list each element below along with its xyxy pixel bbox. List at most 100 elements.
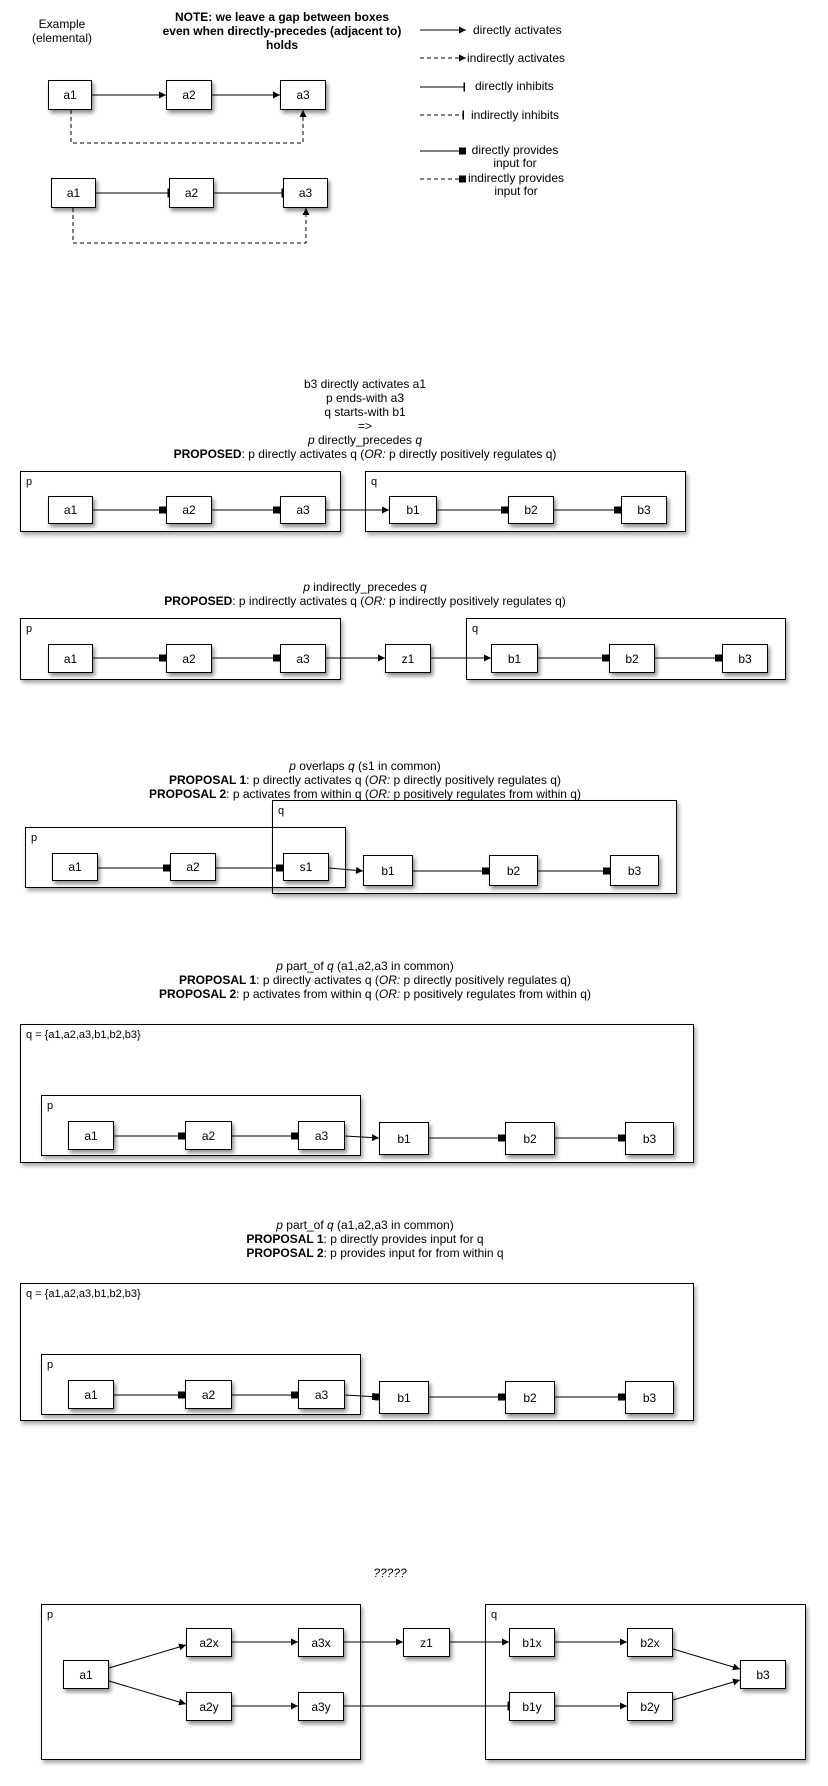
caption-q: q: [348, 759, 355, 773]
caption-q: q: [326, 959, 334, 973]
proposal-text: : p directly activates q (: [256, 973, 379, 987]
container-label: p: [31, 832, 38, 844]
node-a2: a2: [169, 178, 214, 208]
caption-line: p ends-with a3: [325, 391, 405, 405]
node-a2: a2: [166, 644, 212, 673]
container-label: q: [472, 623, 479, 635]
proposal-label: PROPOSAL 1: [169, 773, 247, 787]
container-label: q: [278, 805, 285, 817]
edge-b2x-b3: [672, 1648, 741, 1671]
container-label: q: [491, 1609, 498, 1621]
caption-relation: part_of: [282, 1218, 327, 1232]
container-p: p: [41, 1604, 361, 1760]
node-b3: b3: [621, 496, 667, 524]
section1-proposed: PROPOSED: p directly activates q (OR: p …: [120, 447, 610, 461]
section4-proposal1: PROPOSAL 1: p directly activates q (OR: …: [130, 973, 620, 987]
node-b2y: b2y: [627, 1692, 673, 1721]
caption-p: p: [303, 580, 310, 594]
proposal-text: p positively regulates from within q): [400, 987, 591, 1001]
edge-a3-b1: [344, 1393, 380, 1401]
example-title-line: Example: [38, 17, 86, 31]
container-q: q = {a1,a2,a3,b1,b2,b3}: [20, 1024, 694, 1163]
node-b1: b1: [379, 1381, 429, 1414]
container-p: p: [20, 618, 341, 680]
legend-label-indirectly-inhibits: indirectly inhibits: [471, 108, 560, 122]
section2-proposed: PROPOSED: p indirectly activates q (OR: …: [110, 594, 620, 608]
example-title-line: (elemental): [31, 31, 93, 45]
proposed-text: p indirectly positively regulates q): [385, 594, 566, 608]
proposed-text: : p indirectly activates q (: [232, 594, 365, 608]
proposal-label: PROPOSAL 2: [149, 787, 227, 801]
caption-relation: overlaps: [295, 759, 348, 773]
section5-proposal2: PROPOSAL 2: p provides input for from wi…: [225, 1246, 525, 1260]
caption-rest: (s1 in common): [354, 759, 441, 773]
gap-note-line: NOTE: we leave a gap between boxes: [174, 10, 390, 24]
node-s1: s1: [283, 853, 329, 881]
node-a2y: a2y: [186, 1692, 232, 1721]
caption-line: =>: [357, 419, 372, 433]
section3-proposal2: PROPOSAL 2: p activates from within q (O…: [110, 787, 620, 801]
edge-s1-b1: [328, 866, 364, 874]
node-b1x: b1x: [509, 1628, 555, 1657]
container-p: p: [25, 827, 346, 888]
proposal-or: OR:: [368, 787, 391, 801]
node-a2: a2: [170, 853, 216, 881]
proposal-text: : p directly provides input for q: [323, 1232, 484, 1246]
caption-line: q starts-with b1: [324, 405, 406, 419]
node-a3: a3: [283, 178, 328, 208]
section4-caption: p part_of q (a1,a2,a3 in common): [150, 959, 580, 973]
node-b1: b1: [491, 644, 538, 673]
node-a1: a1: [63, 1660, 109, 1689]
proposal-text: : p activates from within q (: [226, 787, 369, 801]
caption-q: q: [415, 433, 423, 447]
proposal-text: p positively regulates from within q): [390, 787, 581, 801]
proposed-text: : p directly activates q (: [241, 447, 365, 461]
proposal-text: p directly positively regulates q): [400, 973, 571, 987]
node-a1: a1: [51, 178, 96, 208]
proposal-label: PROPOSAL 2: [246, 1246, 324, 1260]
proposed-label: PROPOSED: [164, 594, 233, 608]
node-a3x: a3x: [298, 1628, 344, 1657]
proposed-label: PROPOSED: [173, 447, 242, 461]
section3-proposal1: PROPOSAL 1: p directly activates q (OR: …: [120, 773, 610, 787]
proposal-text: : p provides input for from within q: [323, 1246, 504, 1260]
node-b2x: b2x: [627, 1628, 673, 1657]
section3-caption: p overlaps q (s1 in common): [150, 759, 580, 773]
proposal-or: OR:: [368, 773, 391, 787]
caption-rest: (a1,a2,a3 in common): [333, 959, 454, 973]
section4-proposal2: PROPOSAL 2: p activates from within q (O…: [120, 987, 630, 1001]
proposed-or: OR:: [364, 594, 386, 608]
caption-q: q: [326, 1218, 334, 1232]
container-p: p: [41, 1354, 361, 1415]
node-a3: a3: [280, 644, 326, 673]
container-q: q: [466, 618, 786, 680]
container-label: p: [26, 476, 33, 488]
caption-relation: indirectly_precedes: [309, 580, 421, 594]
section2-caption: p indirectly_precedes q: [210, 580, 520, 594]
node-b2: b2: [489, 855, 538, 886]
node-b3: b3: [722, 644, 768, 673]
node-a2: a2: [185, 1380, 232, 1409]
proposal-or: OR:: [378, 987, 401, 1001]
container-q: q: [485, 1604, 806, 1760]
container-q: q: [272, 800, 677, 894]
legend-label-indirectly-activates: indirectly activates: [467, 51, 566, 65]
caption-p: p: [276, 1218, 283, 1232]
container-label: p: [47, 1100, 54, 1112]
node-a2: a2: [166, 496, 212, 524]
node-a1: a1: [68, 1380, 114, 1409]
legend-label-directly-inhibits: directly inhibits: [475, 79, 554, 93]
node-a3: a3: [280, 496, 326, 524]
node-a3: a3: [280, 80, 326, 110]
node-b1: b1: [363, 855, 413, 886]
node-a1: a1: [68, 1121, 114, 1150]
caption-line: b3 directly activates a1: [303, 377, 427, 391]
node-b3: b3: [740, 1660, 786, 1689]
node-z1: z1: [403, 1628, 450, 1657]
node-b2: b2: [508, 496, 554, 524]
node-b2: b2: [505, 1381, 555, 1414]
caption-p: p: [276, 959, 283, 973]
edge-a1-a3-indirect: [72, 208, 310, 244]
legend-label-directly-provides-input: directly provides input for: [471, 143, 559, 170]
